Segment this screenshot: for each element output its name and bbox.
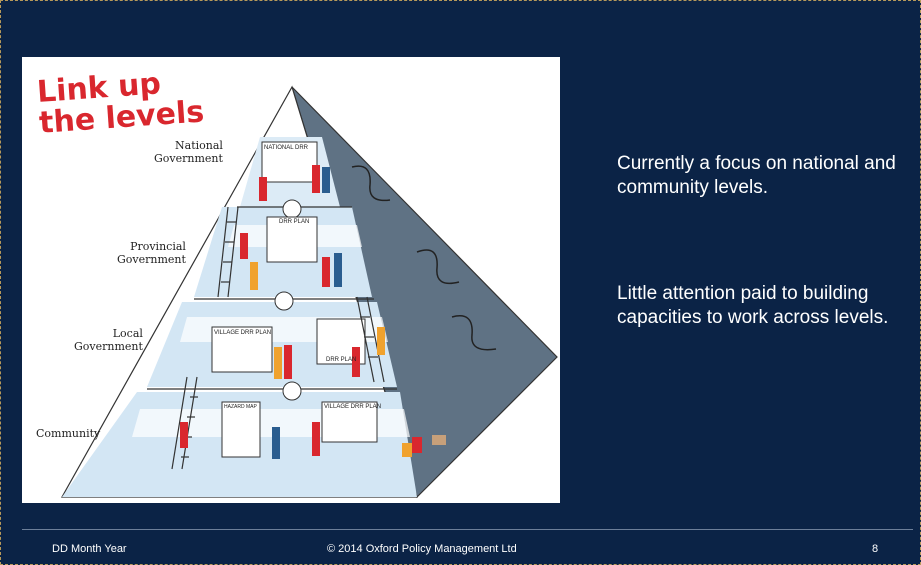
body-point-2: Little attention paid to building capaci… xyxy=(617,283,889,328)
footer-date: DD Month Year xyxy=(52,543,127,555)
body-point-1: Currently a focus on national and commun… xyxy=(617,153,896,198)
board-community-hazard xyxy=(221,401,261,458)
people-figures xyxy=(180,165,446,459)
footer-page-number: 8 xyxy=(872,543,879,555)
board-national xyxy=(261,141,318,183)
ladder-community xyxy=(171,376,198,470)
board-label-community-village: VILLAGE DRR PLAN xyxy=(324,404,382,410)
level-label-national: National Government xyxy=(154,139,223,165)
board-label-community-hazard: HAZARD MAP xyxy=(224,404,257,410)
footer-copyright: © 2014 Oxford Policy Management Ltd xyxy=(327,543,517,555)
board-local-village xyxy=(211,326,273,373)
level-label-local: Local Government xyxy=(74,327,143,353)
ladder-local xyxy=(356,296,385,383)
board-community-village xyxy=(321,401,378,443)
board-label-local-drr: DRR PLAN xyxy=(326,357,357,363)
illustration-headline: Link up the levels xyxy=(36,65,205,140)
board-label-provincial: DRR PLAN xyxy=(279,219,310,225)
puzzle-seam-3 xyxy=(451,315,497,351)
board-label-local-village: VILLAGE DRR PLAN xyxy=(214,330,272,336)
puzzle-seam-2 xyxy=(416,249,460,285)
level-label-community: Community xyxy=(36,427,101,440)
board-provincial xyxy=(266,216,318,263)
board-label-national: NATIONAL DRR xyxy=(264,145,309,151)
level-label-provincial: Provincial Government xyxy=(117,240,186,266)
ladder-provincial xyxy=(217,206,239,298)
pyramid-drawing xyxy=(60,85,558,499)
puzzle-seam-1 xyxy=(351,165,391,202)
pyramid-illustration: Link up the levels National Government P… xyxy=(22,57,560,503)
footer-divider xyxy=(22,529,913,530)
